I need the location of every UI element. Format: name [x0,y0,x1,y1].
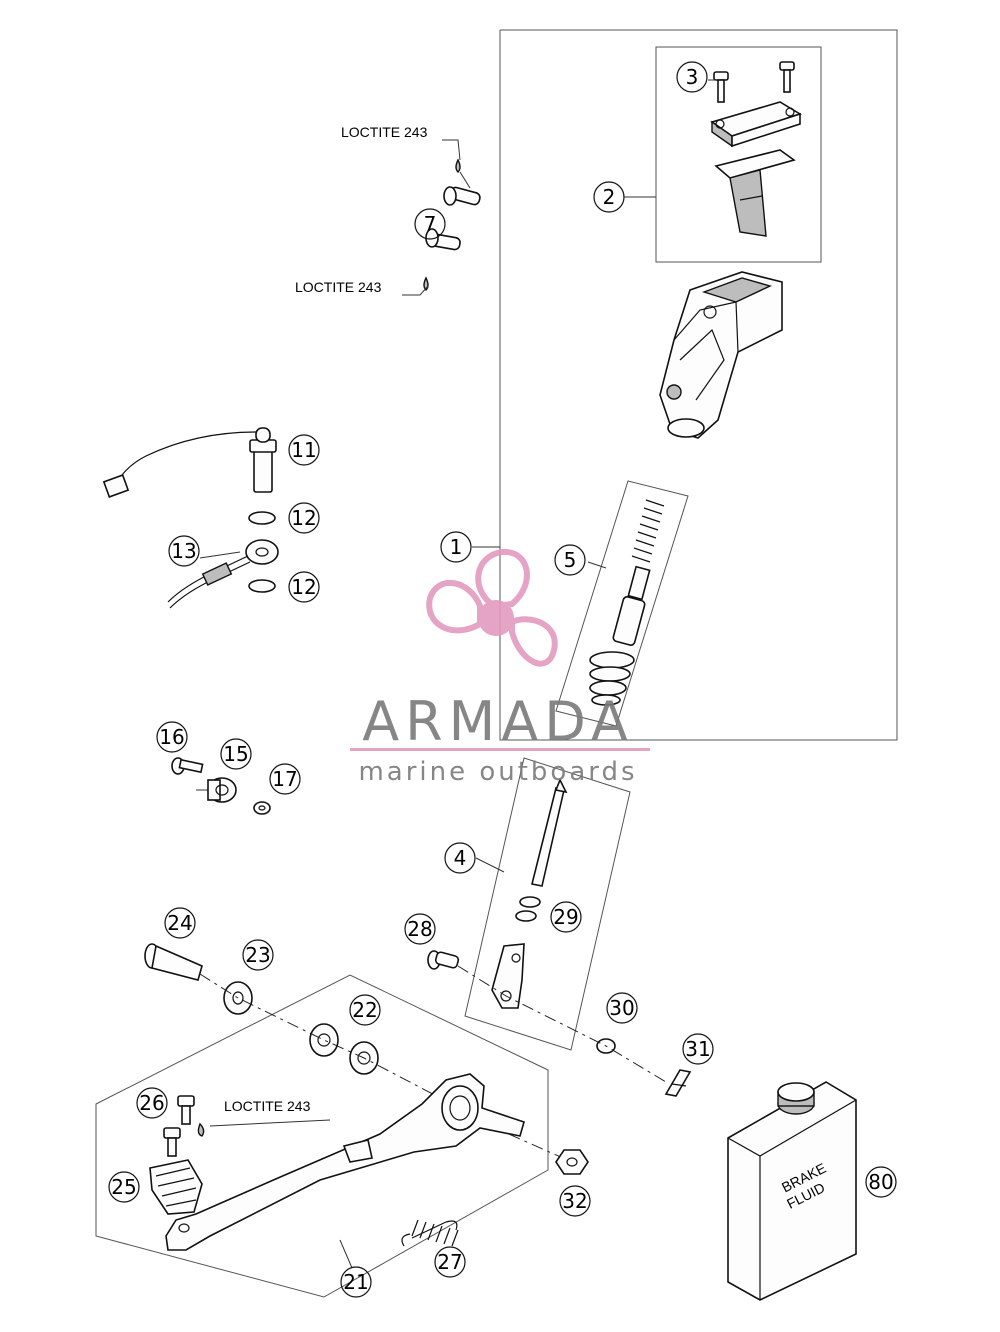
callout-31: 31 [682,1033,714,1065]
clevis-part-4 [491,943,525,1009]
nut-part-17 [253,801,271,815]
brake-lever-part-21 [165,1073,525,1251]
callout-32: 32 [559,1185,591,1217]
brake-light-switch-part-11 [102,427,277,498]
callout-24: 24 [164,907,196,939]
axis-pivot [199,973,449,1103]
callout-15: 15 [220,738,252,770]
svg-text:32: 32 [562,1189,587,1213]
frame-piston-kit [555,480,689,727]
svg-text:15: 15 [223,742,248,766]
svg-text:16: 16 [159,725,184,749]
armada-watermark-logo: ARMADA marine outboards [350,548,650,787]
callout-7: 7 [414,208,446,240]
svg-text:23: 23 [245,943,270,967]
callout-80: 80 [865,1166,897,1198]
svg-text:24: 24 [167,911,192,935]
pushrod-part-4 [531,778,568,887]
bolts-part-7 [423,158,481,291]
master-cylinder-body [659,271,783,439]
svg-text:12: 12 [291,575,316,599]
svg-text:2: 2 [603,185,616,209]
svg-text:11: 11 [291,438,316,462]
callout-1: 1 [440,531,472,563]
loctite-note-lever: LOCTITE 243 [224,1098,311,1114]
brake-line-part-13 [167,539,279,609]
callout-12-top: 12 [288,502,320,534]
callout-12-bottom: 12 [288,571,320,603]
svg-text:1: 1 [450,535,463,559]
svg-text:17: 17 [272,767,297,791]
spring-part-27 [401,1219,459,1247]
callout-21: 21 [340,1266,372,1298]
watermark-title: ARMADA [362,690,634,753]
bushings-part-22 [309,1023,379,1075]
callout-27: 27 [434,1246,466,1278]
watermark-rule [350,748,650,751]
callout-30: 30 [606,992,638,1024]
svg-text:13: 13 [171,539,196,563]
svg-text:25: 25 [111,1175,136,1199]
callout-13: 13 [168,535,200,567]
callout-22: 22 [349,994,381,1026]
leader-lines [196,79,716,1269]
svg-text:5: 5 [564,548,577,572]
frame-reservoir-cover [655,46,822,263]
screw-part-3 [713,61,795,103]
svg-text:80: 80 [868,1170,893,1194]
callout-26: 26 [136,1087,168,1119]
callout-2: 2 [593,181,625,213]
step-plate-part-25 [149,1159,203,1215]
callout-16: 16 [156,721,188,753]
frame-master-cylinder [499,29,898,741]
brake-fluid-container-part-80 [727,1081,857,1301]
callout-25: 25 [108,1171,140,1203]
bushing-part-15 [207,777,237,803]
svg-text:12: 12 [291,506,316,530]
callout-5: 5 [554,544,586,576]
washer-part-12-bottom [248,579,276,593]
svg-text:21: 21 [343,1270,368,1294]
callout-4: 4 [444,842,476,874]
callout-23: 23 [242,939,274,971]
pivot-bolt-part-24 [144,943,203,981]
axis-nut [485,1123,573,1163]
svg-text:28: 28 [407,917,432,941]
svg-text:22: 22 [352,998,377,1022]
svg-text:7: 7 [424,212,437,236]
loctite-note-top: LOCTITE 243 [341,124,428,140]
washer-part-12-top [248,511,276,525]
watermark-subtitle: marine outboards [358,757,637,787]
svg-text:3: 3 [686,65,699,89]
svg-text:4: 4 [454,846,467,870]
reservoir-cover-part-2 [710,101,802,237]
frame-pushrod [464,757,631,1051]
svg-text:27: 27 [437,1250,462,1274]
callout-28: 28 [404,913,436,945]
loctite-note-middle: LOCTITE 243 [295,279,382,295]
svg-text:26: 26 [139,1091,164,1115]
cotter-part-31 [664,1069,692,1097]
pin-part-28 [427,950,460,970]
axis-clevis [457,965,667,1083]
callout-29: 29 [550,901,582,933]
callout-3: 3 [676,61,708,93]
nut-part-32 [555,1149,589,1175]
frame-brake-lever [95,974,549,1298]
svg-text:31: 31 [685,1037,710,1061]
propeller-icon [426,548,558,667]
callout-17: 17 [269,763,301,795]
screw-part-16 [171,757,204,775]
callout-11: 11 [288,434,320,466]
bolts-part-26 [163,1095,205,1157]
svg-text:30: 30 [609,996,634,1020]
piston-kit-part-5 [589,499,665,706]
nuts-part-29 [515,896,541,922]
svg-text:29: 29 [553,905,578,929]
